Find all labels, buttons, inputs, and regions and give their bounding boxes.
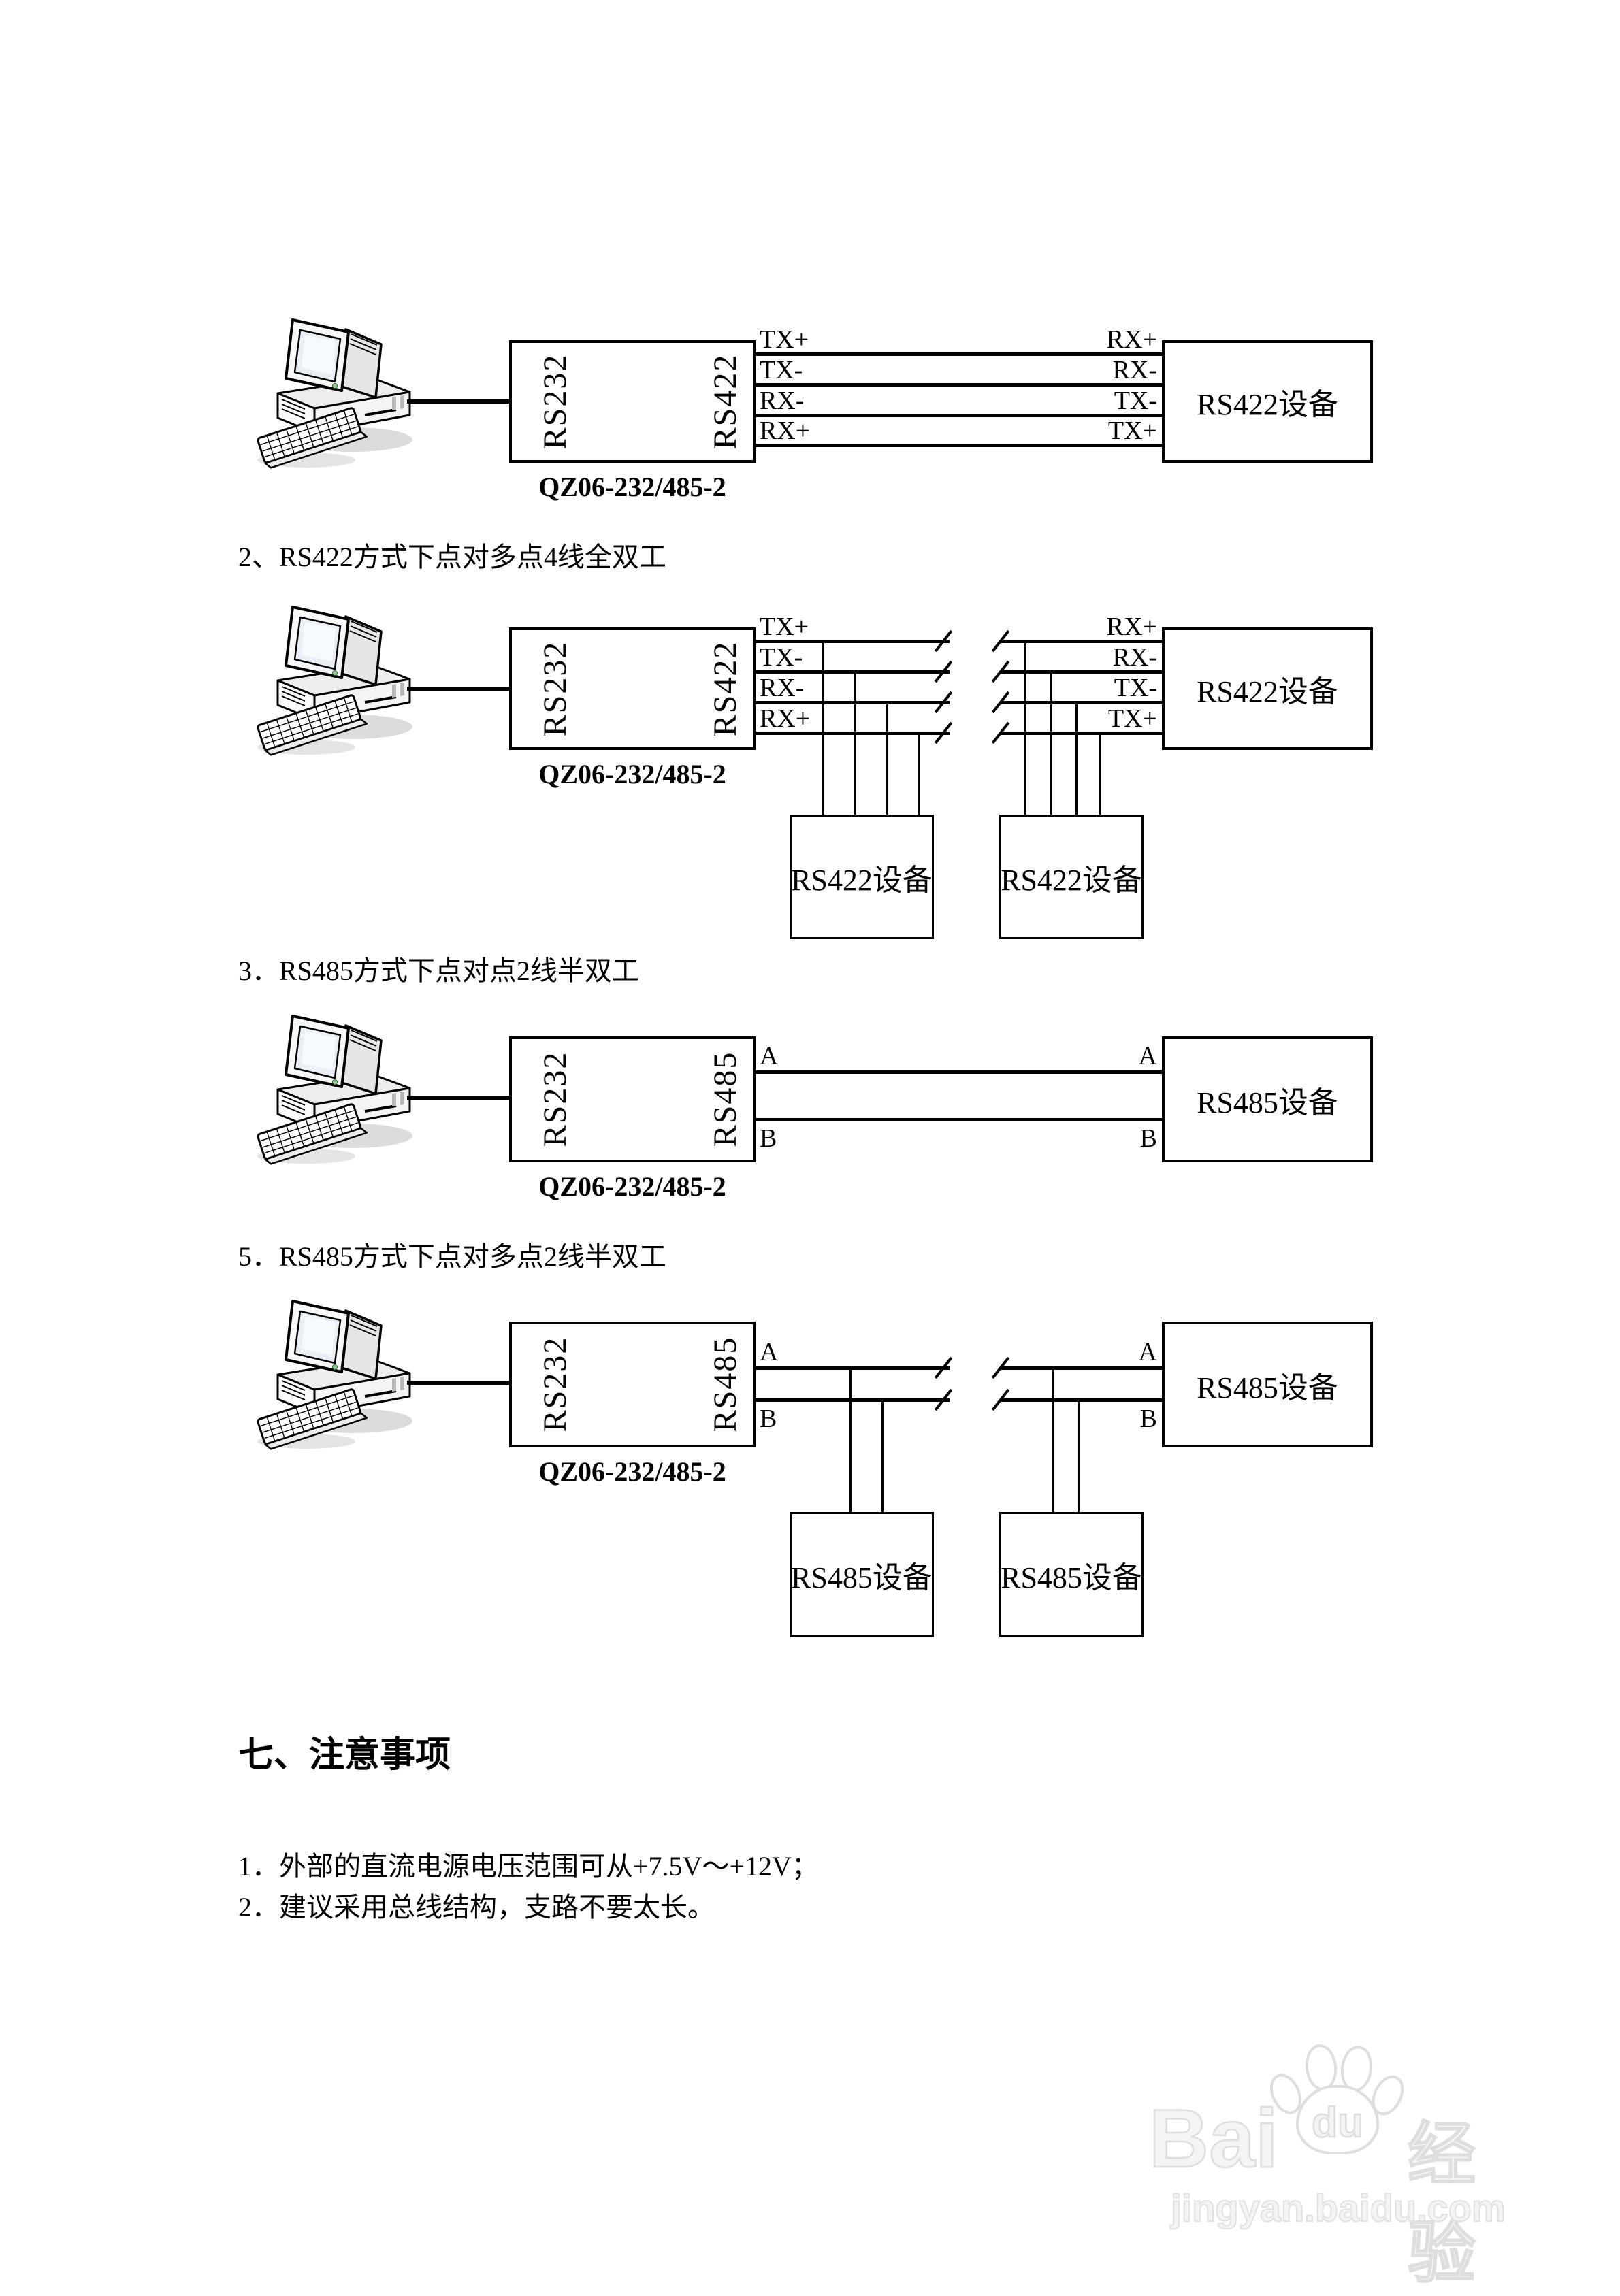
converter-box bbox=[509, 340, 756, 463]
wire-label-right: B bbox=[1139, 1405, 1157, 1433]
paw-pad: du bbox=[1296, 2085, 1379, 2154]
wire-segment bbox=[756, 701, 950, 704]
watermark-bai-text: Bai bbox=[1148, 2091, 1279, 2186]
computer-icon bbox=[238, 593, 422, 757]
drop-device-box: RS485设备 bbox=[790, 1512, 934, 1637]
converter-port-rs422: RS422 bbox=[707, 353, 743, 450]
converter-port-rs232: RS232 bbox=[536, 1336, 573, 1432]
wire-label-right: RX+ bbox=[1106, 612, 1157, 641]
device-box-rs422: RS422设备 bbox=[1162, 340, 1373, 463]
pc-cable-line bbox=[407, 1096, 509, 1100]
device-box-rs485: RS485设备 bbox=[1162, 1322, 1373, 1447]
pc-cable-line bbox=[407, 687, 509, 691]
converter-model-label: QZ06-232/485-2 bbox=[538, 1456, 726, 1487]
baidu-paw-icon: du bbox=[1264, 2041, 1410, 2159]
wire-label-right: TX+ bbox=[1107, 416, 1157, 445]
tap-line bbox=[1052, 1368, 1054, 1512]
wire-label-right: B bbox=[1139, 1124, 1157, 1153]
tap-line bbox=[1099, 733, 1101, 815]
wire-label-right: TX+ bbox=[1107, 704, 1157, 733]
drop-device-box: RS422设备 bbox=[790, 815, 934, 939]
converter-port-rs485: RS485 bbox=[707, 1336, 743, 1432]
wire-label-left: B bbox=[760, 1124, 777, 1153]
wire-label-left: A bbox=[760, 1042, 779, 1070]
wire-segment bbox=[1001, 640, 1162, 643]
converter-box bbox=[509, 1036, 756, 1162]
computer-icon bbox=[238, 306, 422, 470]
device-box-rs422: RS422设备 bbox=[1162, 627, 1373, 750]
note-item-1: 1．外部的直流电源电压范围可从+7.5V～+12V； bbox=[238, 1851, 819, 1882]
wire-segment bbox=[756, 732, 950, 735]
note-item-2: 2．建议采用总线结构，支路不要太长。 bbox=[238, 1892, 715, 1922]
wire-label-right: TX- bbox=[1114, 674, 1157, 702]
wire-label-left: TX+ bbox=[760, 325, 809, 354]
notes-section-title: 七、注意事项 bbox=[238, 1736, 451, 1775]
tap-line bbox=[1050, 672, 1052, 815]
wire-label-right: TX- bbox=[1114, 387, 1157, 415]
converter-box bbox=[509, 627, 756, 750]
wire-label-left: RX- bbox=[760, 387, 805, 415]
pc-cable-line bbox=[407, 399, 509, 404]
converter-port-rs485: RS485 bbox=[707, 1051, 743, 1147]
tap-line bbox=[854, 672, 856, 815]
device-box-rs485: RS485设备 bbox=[1162, 1036, 1373, 1162]
watermark-du-text: du bbox=[1311, 2099, 1364, 2148]
converter-model-label: QZ06-232/485-2 bbox=[538, 472, 726, 502]
pc-cable-line bbox=[407, 1381, 509, 1385]
wire-label-left: TX+ bbox=[760, 612, 809, 641]
wire-tx-plus bbox=[756, 352, 1162, 356]
converter-port-rs232: RS232 bbox=[536, 1051, 573, 1147]
converter-model-label: QZ06-232/485-2 bbox=[538, 759, 726, 789]
wire-label-right: RX+ bbox=[1106, 325, 1157, 354]
wire-segment bbox=[756, 1398, 950, 1402]
tap-line bbox=[849, 1368, 852, 1512]
drop-device-box: RS422设备 bbox=[999, 815, 1144, 939]
wire-label-left: B bbox=[760, 1405, 777, 1433]
wire-segment bbox=[1001, 701, 1162, 704]
wire-label-left: RX+ bbox=[760, 704, 811, 733]
wire-label-right: A bbox=[1138, 1338, 1157, 1366]
wire-segment bbox=[1001, 1366, 1162, 1370]
wire-label-left: RX- bbox=[760, 674, 805, 702]
section-heading-3: 3．RS485方式下点对点2线半双工 bbox=[238, 955, 639, 986]
watermark-url-text: jingyan.baidu.com bbox=[1170, 2186, 1506, 2230]
converter-port-rs232: RS232 bbox=[536, 640, 573, 737]
wire-segment bbox=[756, 1366, 950, 1370]
converter-port-rs232: RS232 bbox=[536, 353, 573, 450]
wire-label-right: RX- bbox=[1112, 643, 1157, 672]
tap-line bbox=[886, 702, 888, 815]
wire-label-left: TX- bbox=[760, 356, 803, 384]
wire-b bbox=[756, 1118, 1162, 1121]
wire-segment bbox=[1001, 1398, 1162, 1402]
tap-line bbox=[881, 1400, 884, 1512]
wire-segment bbox=[756, 670, 950, 674]
wire-tx-minus bbox=[756, 383, 1162, 387]
tap-line bbox=[822, 641, 824, 815]
computer-icon bbox=[238, 1002, 422, 1166]
wire-segment bbox=[1001, 732, 1162, 735]
wire-label-left: A bbox=[760, 1338, 779, 1366]
tap-line bbox=[918, 733, 920, 815]
section-heading-5: 5．RS485方式下点对多点2线半双工 bbox=[238, 1241, 666, 1272]
tap-line bbox=[1078, 1400, 1080, 1512]
wire-label-right: RX- bbox=[1112, 356, 1157, 384]
converter-model-label: QZ06-232/485-2 bbox=[538, 1171, 726, 1202]
wire-segment bbox=[756, 640, 950, 643]
converter-box bbox=[509, 1322, 756, 1447]
drop-device-box: RS485设备 bbox=[999, 1512, 1144, 1637]
wire-label-left: TX- bbox=[760, 643, 803, 672]
wire-rx-plus bbox=[756, 444, 1162, 447]
wire-rx-minus bbox=[756, 414, 1162, 417]
wire-label-right: A bbox=[1138, 1042, 1157, 1070]
converter-port-rs422: RS422 bbox=[707, 640, 743, 737]
wire-label-left: RX+ bbox=[760, 416, 811, 445]
baidu-jingyan-watermark: Bai du 经验 jingyan.baidu.com bbox=[1144, 2041, 1538, 2292]
computer-icon bbox=[238, 1288, 422, 1451]
tap-line bbox=[1075, 702, 1078, 815]
wire-a bbox=[756, 1070, 1162, 1074]
section-heading-2: 2、RS422方式下点对多点4线全双工 bbox=[238, 542, 666, 572]
wire-segment bbox=[1001, 670, 1162, 674]
watermark-jingyan-text: 经验 bbox=[1407, 2116, 1476, 2292]
tap-line bbox=[1024, 641, 1026, 815]
